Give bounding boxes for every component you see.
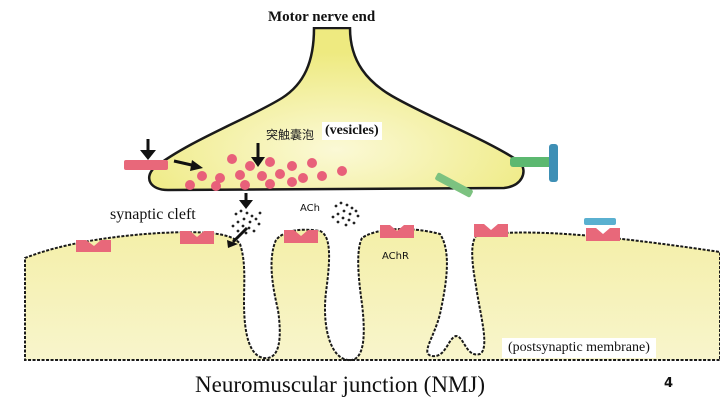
ach-molecules: [231, 201, 360, 235]
green-channel: [510, 157, 552, 167]
postsynaptic-label: (postsynaptic membrane): [502, 338, 656, 358]
receptor-blocker: [584, 218, 616, 225]
presynaptic-channel: [124, 160, 168, 170]
blue-channel: [549, 144, 558, 182]
achr-label: AChR: [382, 251, 409, 262]
flow-arrows: [140, 139, 265, 248]
vesicles-chinese-label: 突触囊泡: [266, 128, 315, 142]
nerve-end-label: Motor nerve end: [262, 8, 382, 27]
postsynaptic-membrane: [24, 228, 720, 362]
synaptic-vesicles: [185, 154, 347, 191]
achr-receptors: [76, 224, 620, 252]
vesicles-label: (vesicles): [322, 122, 382, 140]
slide-title: Neuromuscular junction (NMJ): [195, 372, 485, 397]
released-channel: [435, 172, 473, 198]
synaptic-cleft-label: synaptic cleft: [106, 205, 200, 225]
motor-nerve-terminal: [148, 26, 525, 192]
ach-label: ACh: [300, 203, 320, 214]
page-number: 4: [664, 376, 674, 391]
